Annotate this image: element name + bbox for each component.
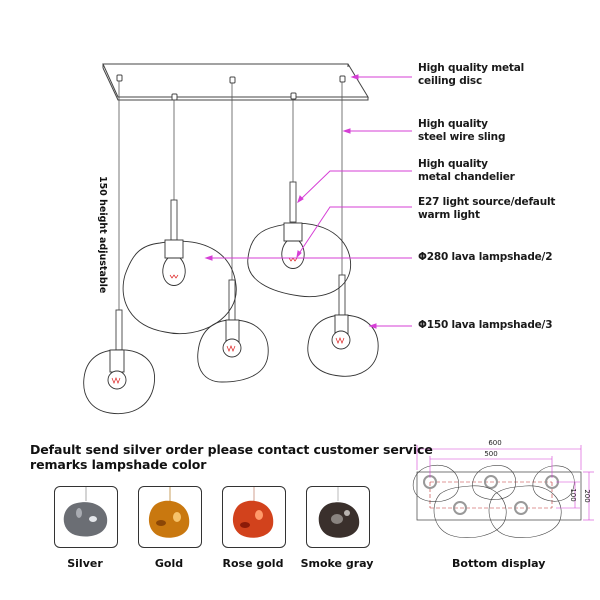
swatch-rose-gold[interactable]: [222, 486, 286, 548]
lampshade-150-right: [307, 314, 379, 377]
callout-line: Φ150 lava lampshade/3: [418, 319, 553, 331]
swatch-silver[interactable]: [54, 486, 118, 548]
dim-overall-width: 200: [583, 489, 591, 502]
height-adjustable-label: 150 height adjustable: [97, 176, 108, 294]
dim-overall-length: 600: [488, 439, 501, 447]
notice-line: remarks lampshade color: [30, 457, 207, 472]
lampshade-150-left: [83, 349, 155, 415]
callout-line: High quality metal: [418, 62, 524, 74]
lampshade-smoke-gray-icon: [318, 487, 360, 538]
notice-line: Default send silver order please contact…: [30, 442, 433, 457]
wire-anchors: [116, 74, 346, 101]
bottom-display-plan: 600 500 100 200: [412, 439, 594, 538]
callout-line: Φ280 lava lampshade/2: [418, 251, 553, 263]
callout-lampshade-280: Φ280 lava lampshade/2: [418, 251, 553, 264]
callout-light-source: E27 light source/default warm light: [418, 196, 555, 222]
dim-inner-length: 500: [484, 450, 497, 458]
callout-line: High quality: [418, 158, 488, 170]
callout-chandelier: High quality metal chandelier: [418, 158, 515, 184]
callout-wire-sling: High quality steel wire sling: [418, 118, 505, 144]
callout-line: High quality: [418, 118, 488, 130]
lampshade-silver-icon: [63, 487, 108, 537]
lampshade-150-center: [197, 319, 269, 383]
lampshade-gold-icon: [148, 487, 190, 538]
callout-ceiling-disc: High quality metal ceiling disc: [418, 62, 524, 88]
dim-inner-width: 100: [569, 488, 577, 501]
callout-leaders: [204, 74, 412, 329]
callout-line: warm light: [418, 209, 480, 221]
swatch-label-silver: Silver: [67, 557, 103, 570]
color-notice: Default send silver order please contact…: [30, 442, 433, 472]
lampshade-rose-gold-icon: [232, 487, 274, 538]
bottom-display-title: Bottom display: [452, 557, 546, 570]
swatch-gold[interactable]: [138, 486, 202, 548]
callout-line: metal chandelier: [418, 171, 515, 183]
callout-line: steel wire sling: [418, 131, 506, 143]
swatch-label-gold: Gold: [154, 557, 184, 570]
steel-wires: [118, 81, 343, 310]
swatch-smoke-gray[interactable]: [306, 486, 370, 548]
callout-lampshade-150: Φ150 lava lampshade/3: [418, 319, 553, 332]
lampshade-280-right: [247, 222, 352, 298]
lampshade-280-left: [122, 239, 237, 334]
callout-line: ceiling disc: [418, 75, 482, 87]
swatch-label-smoke-gray: Smoke gray: [300, 557, 374, 570]
callout-line: E27 light source/default: [418, 196, 556, 208]
swatch-label-rose-gold: Rose gold: [222, 557, 284, 570]
